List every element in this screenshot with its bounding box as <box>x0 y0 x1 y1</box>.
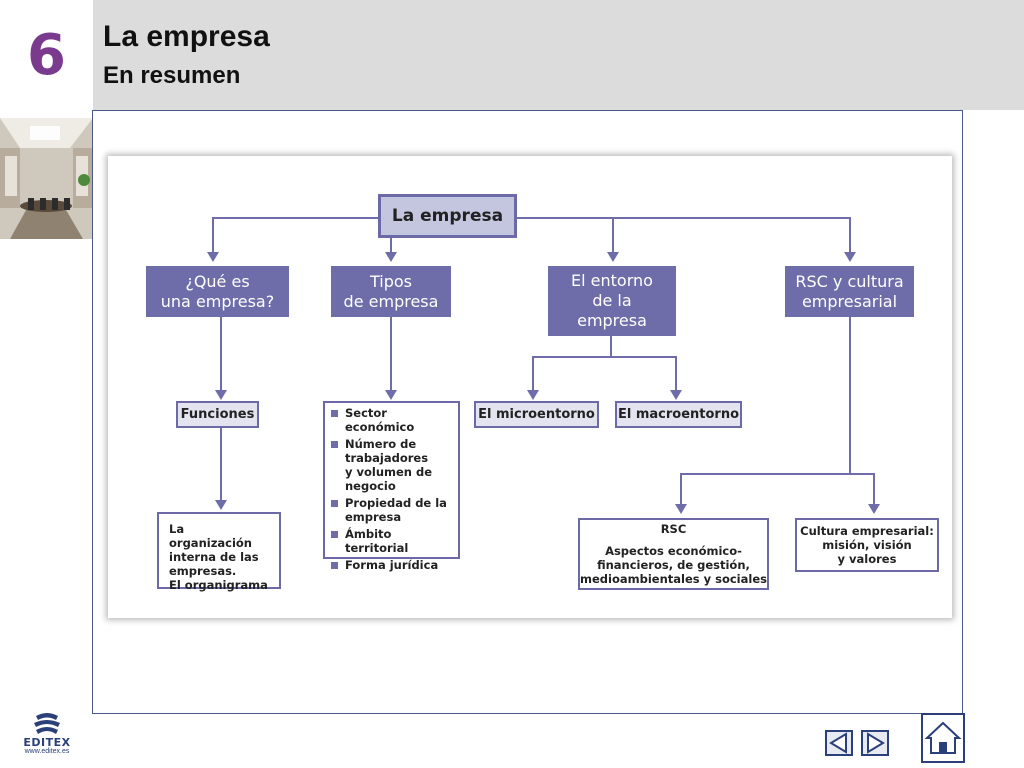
list-item: Número de trabajadores y volumen de nego… <box>331 437 452 493</box>
branch-tipos-empresa: Tipos de empresa <box>331 266 451 317</box>
prev-button[interactable] <box>825 730 853 756</box>
triangle-right-icon <box>861 730 889 756</box>
triangle-left-icon <box>825 730 853 756</box>
branch-entorno-empresa: El entorno de la empresa <box>548 266 676 336</box>
root-node: La empresa <box>378 194 517 238</box>
logo-url: www.editex.es <box>24 748 70 755</box>
rsc-node: RSC Aspectos económico- financieros, de … <box>578 518 769 590</box>
header-bar <box>93 0 1024 110</box>
cultura-node: Cultura empresarial: misión, visión y va… <box>795 518 939 572</box>
page-subtitle: En resumen <box>103 62 241 89</box>
next-button[interactable] <box>861 730 889 756</box>
editex-logo: EDITEX www.editex.es <box>18 712 76 758</box>
list-item: Ámbito territorial <box>331 527 452 555</box>
logo-text: EDITEX <box>23 736 71 749</box>
concept-map: La empresa ¿Qué es una empresa? Tipos de… <box>108 156 952 618</box>
rsc-text: Aspectos económico- financieros, de gest… <box>580 544 767 586</box>
office-photo <box>0 118 93 239</box>
home-button[interactable] <box>921 713 965 763</box>
list-item: Sector económico <box>331 406 452 434</box>
microentorno-node: El microentorno <box>474 401 599 428</box>
editex-logo-mark <box>34 713 60 734</box>
list-item: Propiedad de la empresa <box>331 496 452 524</box>
rsc-title: RSC <box>660 522 687 536</box>
funciones-node: Funciones <box>176 401 259 428</box>
branch-rsc-cultura: RSC y cultura empresarial <box>785 266 914 317</box>
page-title: La empresa <box>103 20 270 53</box>
connector-lines <box>207 217 880 514</box>
home-icon <box>921 713 965 763</box>
list-item: Forma jurídica <box>331 558 452 572</box>
organizacion-node: La organización interna de las empresas.… <box>157 512 281 592</box>
tipos-list: Sector económico Número de trabajadores … <box>323 401 460 572</box>
branch-que-es-empresa: ¿Qué es una empresa? <box>146 266 289 317</box>
chapter-number: 6 <box>27 22 66 88</box>
macroentorno-node: El macroentorno <box>615 401 742 428</box>
